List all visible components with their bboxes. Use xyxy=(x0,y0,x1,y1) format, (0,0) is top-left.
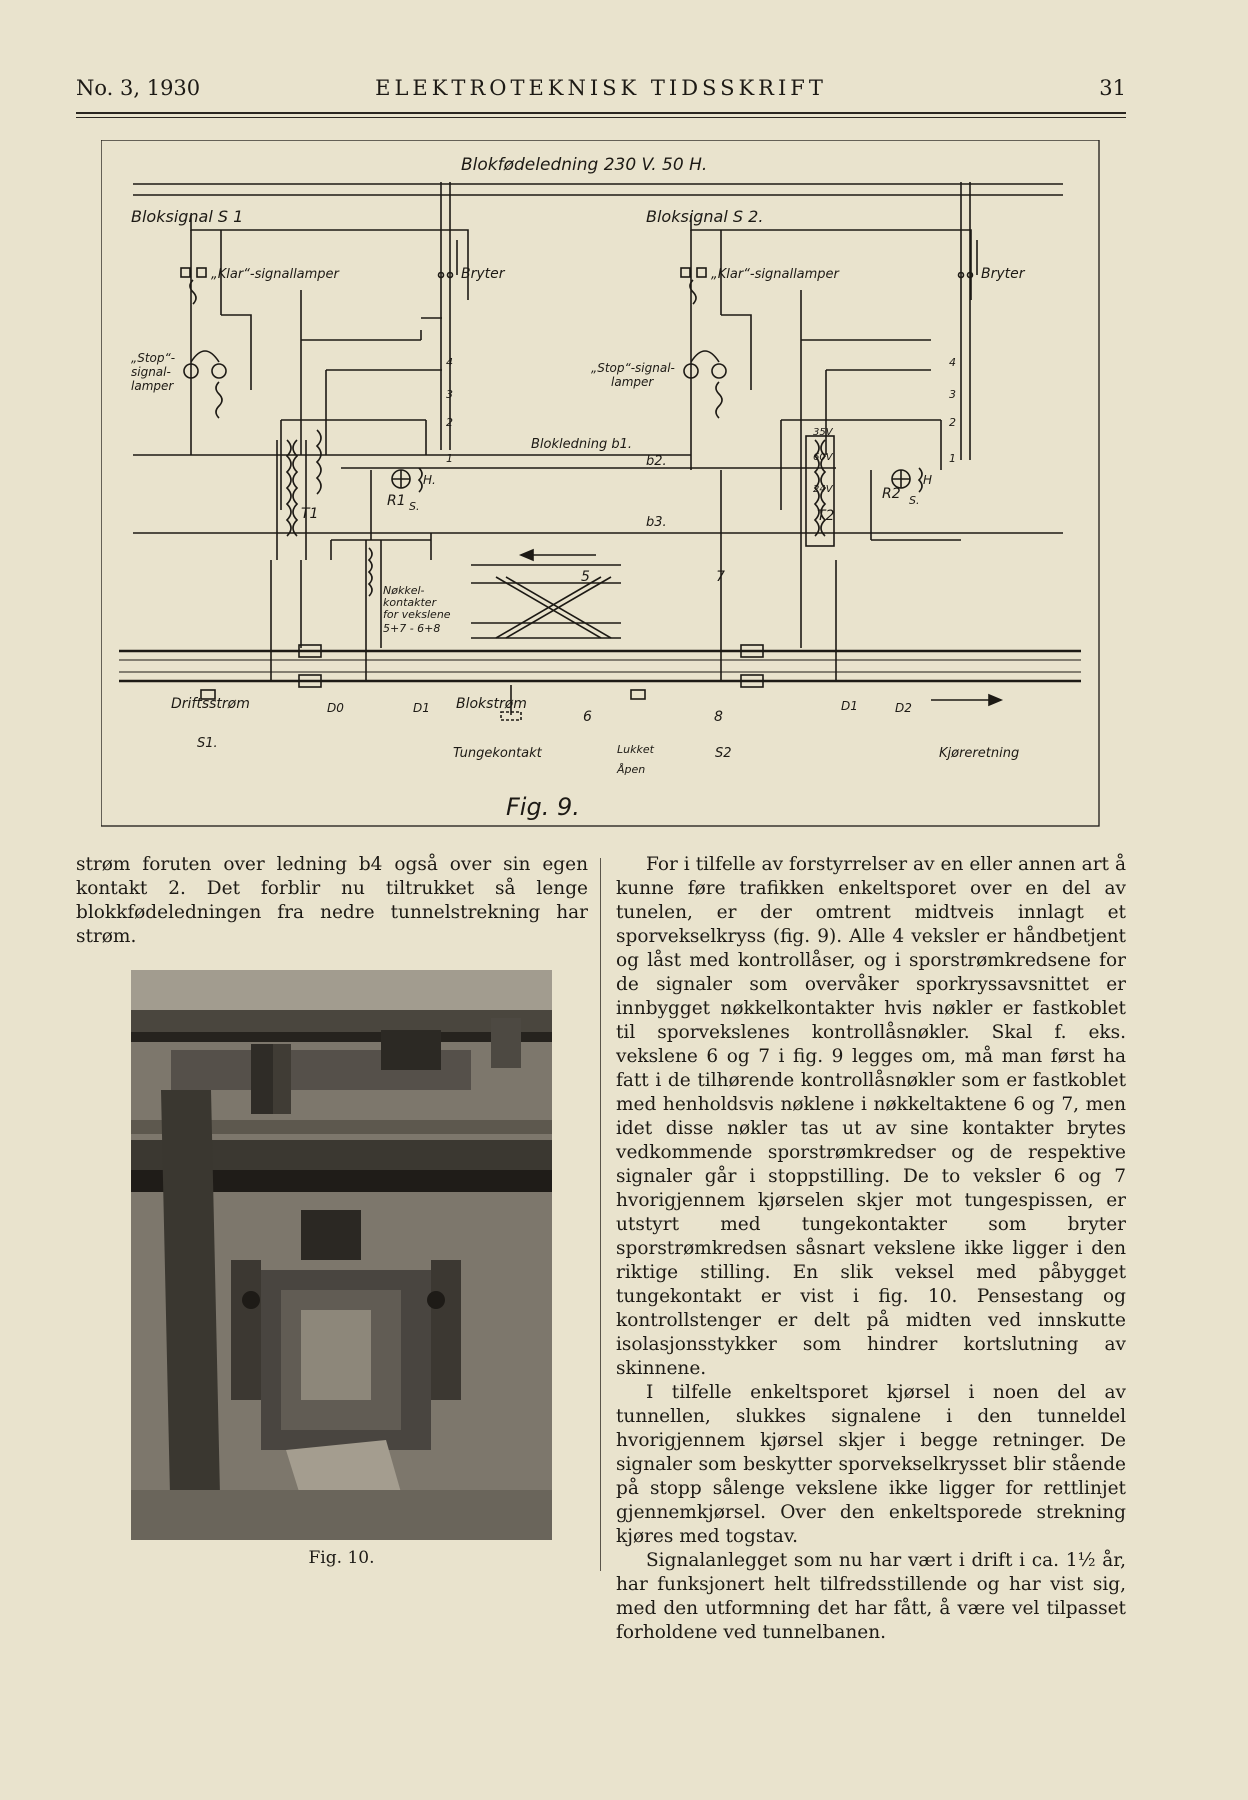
label-n4-right: 4 xyxy=(949,356,956,369)
label-stop-left-3: lamper xyxy=(131,379,174,393)
figure-9-diagram: Blokfødeledning 230 V. 50 H. Bloksignal … xyxy=(100,139,1101,828)
column-divider xyxy=(600,858,601,1571)
label-n2-right: 2 xyxy=(949,416,956,429)
right-paragraph-3: Signalanlegget som nu har vært i drift i… xyxy=(616,1550,1126,1643)
label-n3-right: 3 xyxy=(949,388,956,401)
label-60v: 60V xyxy=(813,452,834,463)
label-n1-left: 1 xyxy=(446,452,453,465)
label-num-7: 7 xyxy=(716,569,725,585)
label-nokkel-3: for vekslene xyxy=(383,608,451,621)
label-num-5: 5 xyxy=(581,569,590,585)
label-r2: R2 xyxy=(882,486,901,502)
label-stop-left-2: signal- xyxy=(131,365,171,379)
label-35v: 35V xyxy=(813,427,834,438)
label-h-right: H xyxy=(923,473,932,487)
label-d0: D0 xyxy=(327,701,344,715)
label-n3-left: 3 xyxy=(446,388,453,401)
label-nokkel-1: Nøkkel- xyxy=(383,584,425,597)
label-d2: D2 xyxy=(895,701,912,715)
figure-9-caption: Fig. 9. xyxy=(506,793,580,821)
label-stop-left-1: „Stop“- xyxy=(131,351,175,365)
label-r1: R1 xyxy=(387,493,406,509)
label-signal-s2: Bloksignal S 2. xyxy=(646,207,763,226)
label-d1-left: D1 xyxy=(413,701,430,715)
label-bryter-left: Bryter xyxy=(461,266,506,282)
page-number: 31 xyxy=(1099,76,1126,100)
figure-10-photo xyxy=(131,970,552,1540)
label-stop-mid-2: lamper xyxy=(611,375,654,389)
label-blokstrom: Blokstrøm xyxy=(456,696,527,712)
label-24v: 24V xyxy=(813,484,834,495)
label-n4-left: 4 xyxy=(446,356,453,369)
label-t1: T1 xyxy=(301,506,318,522)
header-rule xyxy=(76,112,1126,114)
label-stop-mid: „Stop“-signal- xyxy=(591,361,675,375)
label-num-6: 6 xyxy=(583,709,592,725)
label-klar-right: „Klar“-signallamper xyxy=(711,267,841,282)
label-nokkel-2: kontakter xyxy=(383,596,438,609)
label-d1-right: D1 xyxy=(841,699,858,713)
label-blokledning: Blokledning b1. xyxy=(531,437,632,452)
right-paragraph-2: I tilfelle enkeltsporet kjørsel i noen d… xyxy=(616,1382,1126,1547)
label-kjoreretning: Kjøreretning xyxy=(939,746,1019,761)
label-driftsstrom: Driftsstrøm xyxy=(171,696,250,712)
running-header: No. 3, 1930 ELEKTROTEKNISK TIDSSKRIFT 31 xyxy=(76,70,1126,104)
switch-photo xyxy=(131,970,552,1540)
label-s-right: S. xyxy=(909,494,919,507)
left-paragraph: strøm foruten over ledning b4 også over … xyxy=(76,854,588,947)
label-apen: Åpen xyxy=(616,763,645,776)
label-s-left: S. xyxy=(409,500,419,513)
figure-10-caption: Fig. 10. xyxy=(308,1548,375,1568)
label-nokkel-4: 5+7 - 6+8 xyxy=(383,622,440,635)
circuit-diagram: Blokfødeledning 230 V. 50 H. Bloksignal … xyxy=(100,139,1100,827)
label-bryter-right: Bryter xyxy=(981,266,1026,282)
label-tungekontakt: Tungekontakt xyxy=(453,746,543,761)
header-rule-thin xyxy=(76,117,1126,118)
label-num-8: 8 xyxy=(714,709,723,725)
label-klar-left: „Klar“-signallamper xyxy=(211,267,341,282)
label-supply: Blokfødeledning 230 V. 50 H. xyxy=(461,155,707,175)
label-n1-right: 1 xyxy=(949,452,956,465)
label-signal-s1: Bloksignal S 1 xyxy=(131,207,243,226)
right-paragraph-1: For i tilfelle av forstyrrelser av en el… xyxy=(616,854,1126,1379)
label-t2: T2 xyxy=(817,508,835,524)
right-column: For i tilfelle av forstyrrelser av en el… xyxy=(616,853,1126,1645)
issue-number: No. 3, 1930 xyxy=(76,76,201,100)
label-s2: S2 xyxy=(715,746,732,761)
label-s1: S1. xyxy=(197,736,218,751)
label-lukket: Lukket xyxy=(617,743,655,756)
label-n2-left: 2 xyxy=(446,416,453,429)
label-b3: b3. xyxy=(646,515,667,530)
journal-title: ELEKTROTEKNISK TIDSSKRIFT xyxy=(375,76,827,100)
left-column: strøm foruten over ledning b4 også over … xyxy=(76,853,588,949)
label-b2: b2. xyxy=(646,454,667,469)
label-h-left: H. xyxy=(423,473,436,487)
